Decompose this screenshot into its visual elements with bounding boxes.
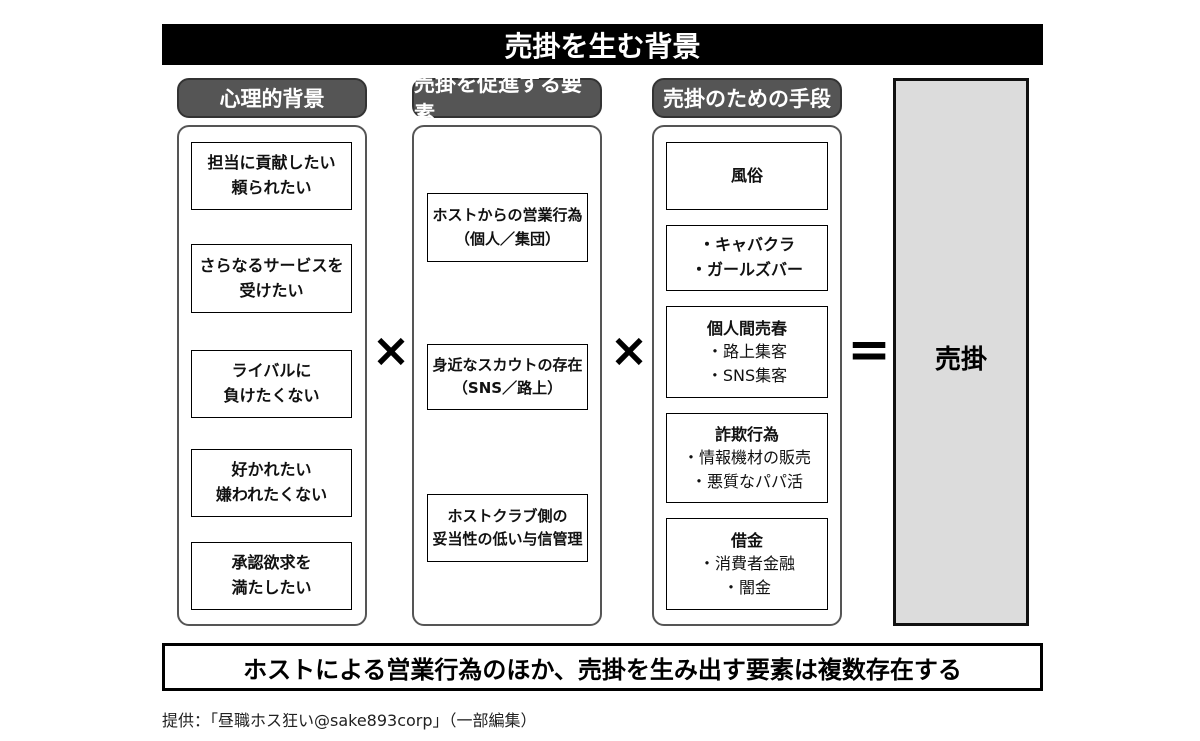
line: ・キャバクラ	[698, 235, 795, 255]
factor-item: 身近なスカウトの存在 （SNS／路上）	[427, 344, 588, 410]
line: 承認欲求を	[231, 553, 312, 573]
line: ホストクラブ側の	[447, 506, 568, 525]
means-item: 個人間売春・路上集客・SNS集客	[666, 306, 828, 398]
line: 受けたい	[239, 280, 304, 300]
factor-item: ホストクラブ側の妥当性の低い与信管理	[427, 494, 588, 562]
item-title: 詐欺行為	[714, 425, 779, 445]
psych-item: さらなるサービスを受けたい	[191, 244, 352, 313]
multiply-icon: ×	[609, 323, 649, 377]
means-item: 借金・消費者金融・闇金	[666, 518, 828, 610]
bullet: ・SNS集客	[706, 365, 788, 385]
line: ・ガールズバー	[690, 260, 803, 279]
header-promoting-factors: 売掛を促進する要素	[412, 72, 602, 126]
line: 風俗	[730, 165, 763, 185]
bullet: ・情報機材の販売	[682, 448, 811, 468]
line: 負けたくない	[223, 386, 320, 405]
bullet: ・消費者金融	[698, 554, 795, 574]
line: さらなるサービスを	[199, 255, 344, 275]
psych-item: 好かれたい嫌われたくない	[191, 449, 352, 517]
line: （SNS／路上）	[452, 379, 563, 397]
bullet: ・闇金	[722, 577, 771, 597]
column-promoting-factors	[412, 125, 602, 626]
line: 妥当性の低い与信管理	[432, 530, 583, 548]
means-item: 風俗	[666, 142, 828, 210]
line: 好かれたい	[231, 460, 312, 480]
factor-item: ホストからの営業行為 （個人／集団）	[427, 193, 588, 262]
column-psychological	[177, 125, 367, 626]
line: 身近なスカウトの存在	[432, 355, 583, 374]
psych-item: 担当に貢献したい頼られたい	[191, 142, 352, 210]
header-psychological: 心理的背景	[177, 78, 367, 118]
item-title: 個人間売春	[706, 319, 787, 339]
line: ライバルに	[231, 361, 312, 381]
line: （個人／集団）	[454, 229, 560, 248]
means-item: ・キャバクラ・ガールズバー	[666, 225, 828, 291]
bullet: ・路上集客	[706, 342, 787, 362]
column-means	[652, 125, 842, 626]
line: 頼られたい	[231, 178, 312, 197]
line: 担当に貢献したい	[207, 153, 336, 173]
header-means: 売掛のための手段	[652, 78, 842, 118]
result-box: 売掛	[893, 78, 1029, 626]
item-title: 借金	[730, 531, 763, 551]
diagram-title: 売掛を生む背景	[162, 24, 1043, 65]
line: ホストからの営業行為	[432, 206, 583, 225]
psych-item: 承認欲求を満たしたい	[191, 542, 352, 610]
credit: 提供：「昼職ホス狂い@sake893corp」（一部編集）	[162, 711, 537, 730]
multiply-icon: ×	[371, 323, 411, 377]
result-label: 売掛	[934, 345, 987, 375]
equals-icon: =	[847, 320, 891, 380]
bullet: ・悪質なパパ活	[690, 471, 803, 491]
psych-item: ライバルに負けたくない	[191, 350, 352, 418]
line: 嫌われたくない	[215, 485, 328, 504]
means-item: 詐欺行為・情報機材の販売・悪質なパパ活	[666, 413, 828, 503]
summary-box: ホストによる営業行為のほか、売掛を生み出す要素は複数存在する	[162, 643, 1043, 691]
line: 満たしたい	[231, 578, 312, 597]
